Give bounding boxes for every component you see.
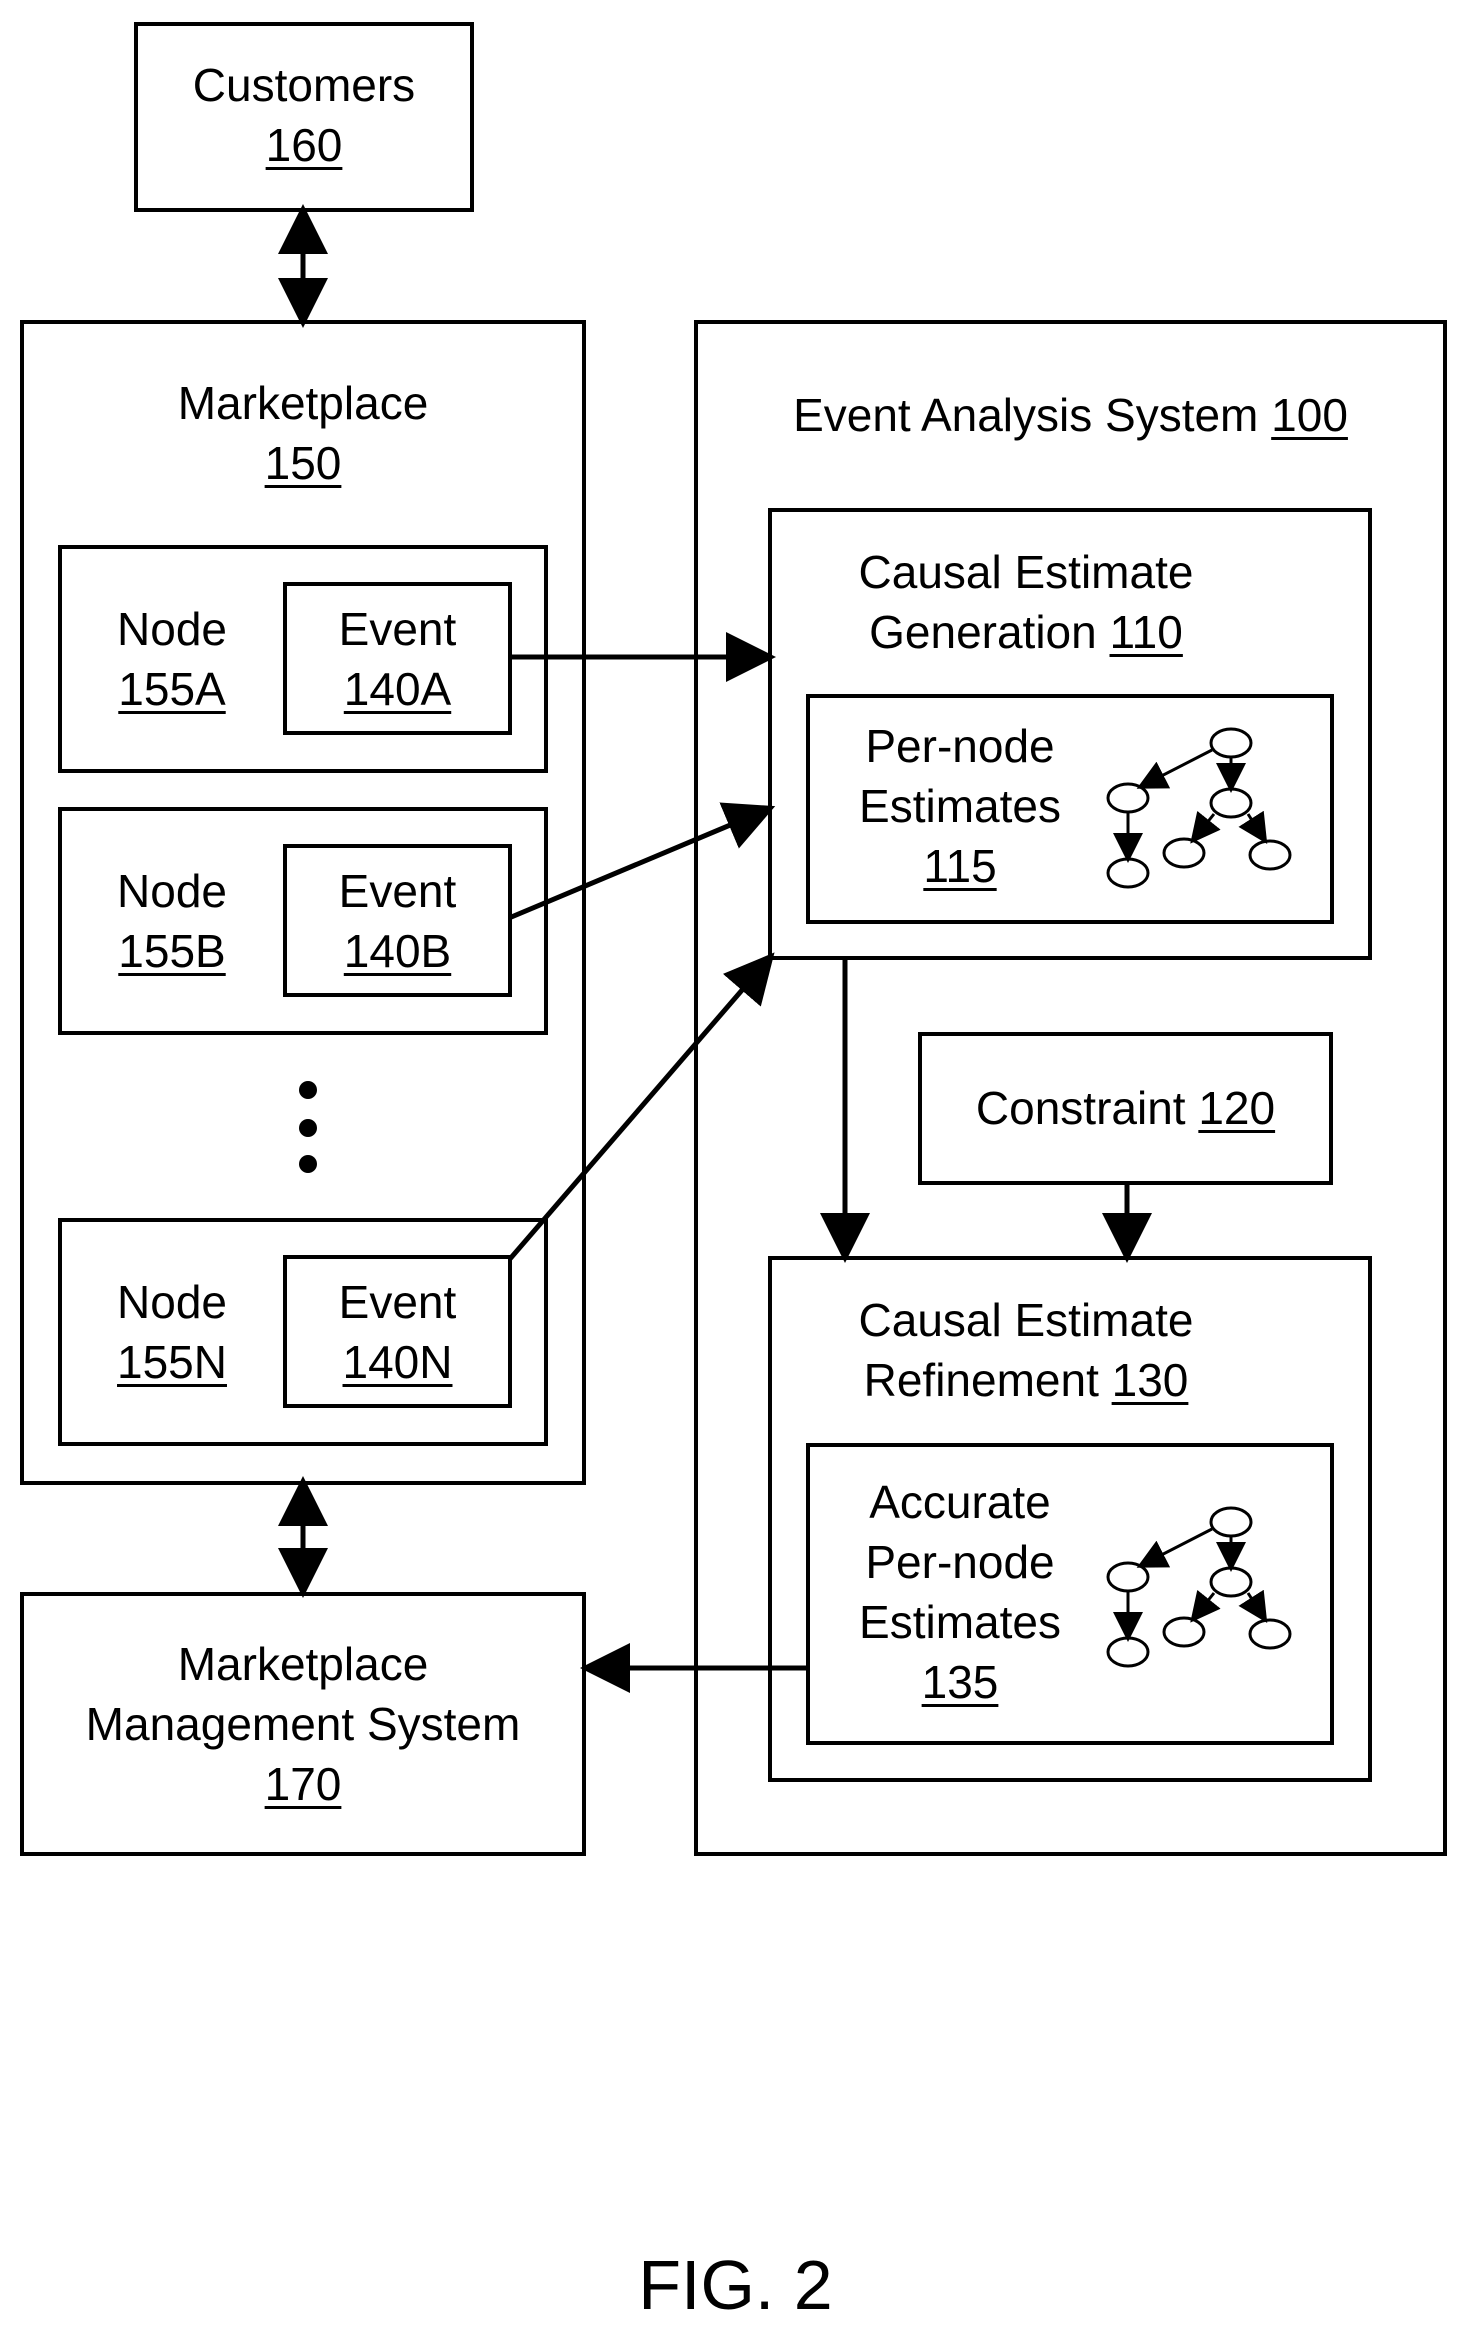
event-analysis-system-title: Event Analysis System 100	[694, 385, 1447, 445]
accurate-per-node-estimates-label: Accurate Per-node Estimates 135	[812, 1472, 1108, 1712]
event-label-n: Event 140N	[283, 1272, 512, 1392]
event-label-b: Event 140B	[283, 861, 512, 981]
constraint-label: Constraint 120	[918, 1078, 1333, 1138]
causal-estimate-generation-label: Causal Estimate Generation 110	[768, 542, 1284, 662]
marketplace-label: Marketplace 150	[20, 373, 586, 493]
per-node-estimates-label: Per-node Estimates 115	[812, 716, 1108, 896]
marketplace-management-system-label: Marketplace Management System 170	[20, 1634, 586, 1814]
causal-estimate-refinement-label: Causal Estimate Refinement 130	[768, 1290, 1284, 1410]
event-label-a: Event 140A	[283, 599, 512, 719]
customers-label: Customers 160	[134, 55, 474, 175]
node-label-a: Node 155A	[82, 599, 262, 719]
node-label-n: Node 155N	[82, 1272, 262, 1392]
node-label-b: Node 155B	[82, 861, 262, 981]
figure-label: FIG. 2	[0, 2245, 1471, 2325]
